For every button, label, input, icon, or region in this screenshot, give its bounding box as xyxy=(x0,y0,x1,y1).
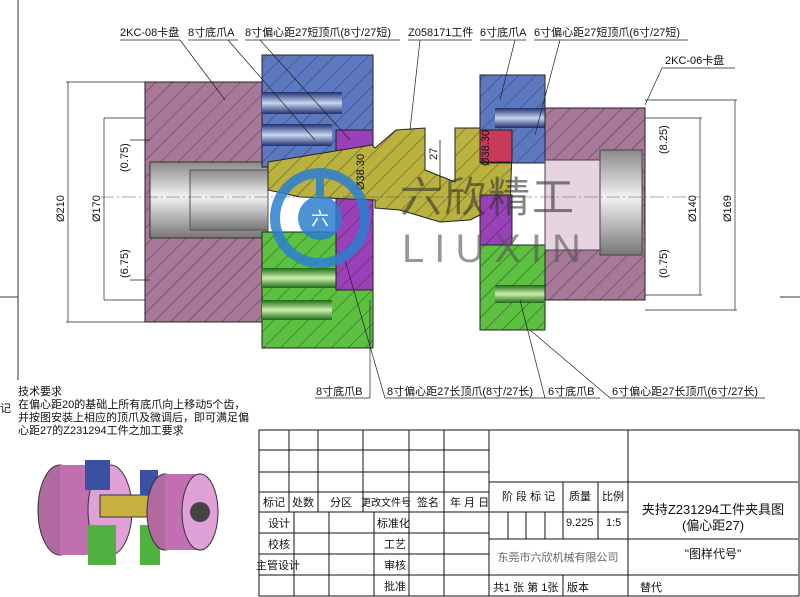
role-check: 校核 xyxy=(268,537,290,551)
drawing-code: "图样代号" xyxy=(685,546,742,561)
dim-left-bottom-offset: (6.75) xyxy=(119,249,131,278)
workpiece-z058171 xyxy=(267,127,513,223)
replace-label: 替代 xyxy=(640,580,662,594)
label-8in-base-jaw-b: 8寸底爪B xyxy=(316,384,362,398)
drawing-subtitle: (偏心距27) xyxy=(682,518,744,533)
dim-right-inner: Ø140 xyxy=(687,195,699,222)
sheet-count: 共1 张 第 1张 xyxy=(493,580,558,594)
company-name: 东莞市六欣机械有限公司 xyxy=(498,550,619,564)
dim-left-inner: Ø170 xyxy=(91,195,103,222)
role-chief-design: 主管设计 xyxy=(256,558,300,572)
version-label: 版本 xyxy=(567,580,589,594)
title-block-text: 标记 处数 分区 更改文件号 签名 年 月 日 设计 校核 主管设计 标准化 工… xyxy=(256,489,784,594)
dim-right-top-offset: (8.25) xyxy=(658,125,670,154)
label-workpiece: Z058171工件 xyxy=(408,26,473,39)
dim-work-left: Ø38.30 xyxy=(355,154,367,190)
label-6in-short-top-jaw: 6寸偏心距27短顶爪(6寸/27短) xyxy=(534,25,680,39)
hdr-signature: 签名 xyxy=(417,495,439,509)
label-8in-base-jaw-a: 8寸底爪A xyxy=(188,25,235,39)
dim-left-top-offset: (0.75) xyxy=(119,143,131,172)
label-2kc06-chuck: 2KC-06卡盘 xyxy=(665,53,724,67)
dimension-lines xyxy=(66,81,737,323)
hdr-zone: 分区 xyxy=(330,496,352,509)
notes-line: 心距27的Z231294工件之加工要求 xyxy=(18,425,184,437)
role-process: 工艺 xyxy=(384,538,406,551)
label-2kc08-chuck: 2KC-08卡盘 xyxy=(120,25,179,39)
notes-title: 技术要求 xyxy=(18,386,62,398)
label-8in-short-top-jaw: 8寸偏心距27短顶爪(8寸/27短) xyxy=(245,25,391,39)
role-review: 审核 xyxy=(384,558,406,572)
watermark-logo: 六 xyxy=(270,168,370,268)
title-block xyxy=(258,429,800,597)
dim-right-outer: Ø169 xyxy=(722,195,734,222)
label-6in-long-top-jaw: 6寸偏心距27长顶爪(6寸/27长) xyxy=(612,384,758,398)
role-design: 设计 xyxy=(268,517,290,530)
callout-leaders xyxy=(120,39,765,399)
svg-text:六: 六 xyxy=(311,209,329,229)
dim-work-right: Ø38.30 xyxy=(480,130,492,166)
watermark-en: LIUXIN xyxy=(402,227,591,271)
dim-left-outer: Ø210 xyxy=(55,195,67,222)
left-chuck-2kc08 xyxy=(144,81,269,323)
dim-eccentric: 27 xyxy=(428,148,440,160)
label-8in-long-top-jaw: 8寸偏心距27长顶爪(8寸/27长) xyxy=(387,384,533,398)
frame xyxy=(0,0,800,380)
drawing-title: 夹持Z231294工件夹具图 xyxy=(642,502,784,517)
assembly-illustration xyxy=(37,460,219,565)
role-standardize: 标准化 xyxy=(377,516,410,530)
mass-label: 质量 xyxy=(569,490,591,503)
dimension-texts: Ø210 Ø170 (0.75) (6.75) Ø38.30 Ø38.30 27… xyxy=(55,125,734,278)
right-jaw-top-6in-a xyxy=(479,74,546,164)
dim-right-bottom-offset: (0.75) xyxy=(658,249,670,278)
callout-labels: 2KC-08卡盘 8寸底爪A 8寸偏心距27短顶爪(8寸/27短) Z05817… xyxy=(120,25,758,398)
edge-char: 记 xyxy=(0,402,11,415)
right-jaw-bottom-6in-b xyxy=(479,194,546,331)
watermark-cn: 六欣精工 xyxy=(400,174,576,221)
scale-label: 比例 xyxy=(602,489,624,503)
right-chuck-2kc06 xyxy=(544,107,646,301)
notes-line: 在偏心距20的基础上所有底爪向上移动5个齿， xyxy=(18,399,246,411)
label-6in-base-jaw-a: 6寸底爪A xyxy=(480,25,527,39)
role-approve: 批准 xyxy=(384,579,406,593)
hdr-change-doc: 更改文件号 xyxy=(361,496,411,509)
technical-requirements: 技术要求 在偏心距20的基础上所有底爪向上移动5个齿， 并按图安装上相应的顶爪及… xyxy=(18,386,249,438)
label-6in-base-jaw-b: 6寸底爪B xyxy=(548,384,594,398)
notes-line: 并按图安装上相应的顶爪及微调后，即可满足偏 xyxy=(18,412,249,424)
hdr-count: 处数 xyxy=(292,496,314,509)
scale-value: 1:5 xyxy=(606,517,621,529)
hdr-mark: 标记 xyxy=(263,495,285,509)
mass-value: 9.225 xyxy=(566,517,594,529)
hdr-date: 年 月 日 xyxy=(450,495,489,509)
stage-mark-label: 阶 段 标 记 xyxy=(502,489,555,503)
